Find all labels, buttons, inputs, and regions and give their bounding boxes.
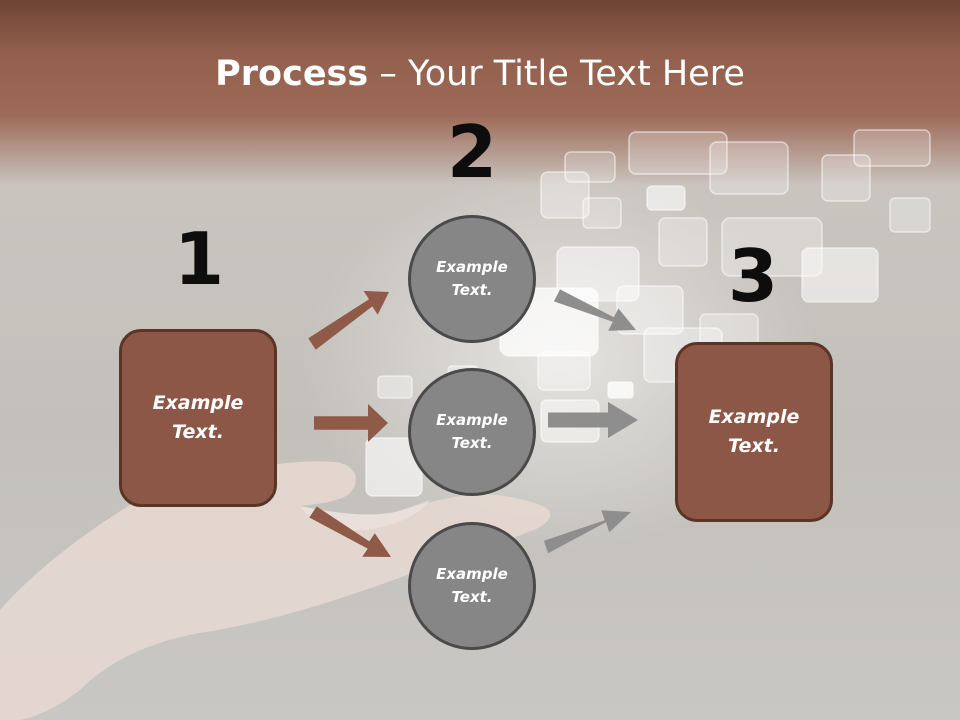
circle-2: Example Text. xyxy=(408,368,536,496)
title-rest: – Your Title Text Here xyxy=(368,54,745,94)
circle-3: Example Text. xyxy=(408,522,536,650)
hand-illustration xyxy=(0,461,551,720)
circle-1-text: Example Text. xyxy=(436,258,508,299)
arrow-to-circle-2 xyxy=(314,404,388,442)
arrow-from-circle-1 xyxy=(553,289,636,331)
arrow-to-circle-1 xyxy=(308,290,389,350)
arrow-from-circle-2 xyxy=(548,402,638,438)
slide-title: Process – Your Title Text Here xyxy=(0,52,960,96)
title-bold: Process xyxy=(215,54,369,94)
step-3-text: Example Text. xyxy=(708,406,800,457)
circle-3-text: Example Text. xyxy=(436,565,508,606)
step-1-text: Example Text. xyxy=(152,392,244,443)
step-1-box: Example Text. xyxy=(119,329,277,507)
circle-1: Example Text. xyxy=(408,215,536,343)
step-number-3: 3 xyxy=(727,234,779,318)
step-number-2: 2 xyxy=(446,110,498,194)
brown-arrows xyxy=(308,290,391,557)
arrow-from-circle-3 xyxy=(543,510,631,554)
arrow-to-circle-3 xyxy=(309,506,391,557)
step-3-box: Example Text. xyxy=(675,342,833,522)
gray-arrows xyxy=(543,289,638,554)
step-number-1: 1 xyxy=(173,217,225,301)
circle-2-text: Example Text. xyxy=(436,411,508,452)
